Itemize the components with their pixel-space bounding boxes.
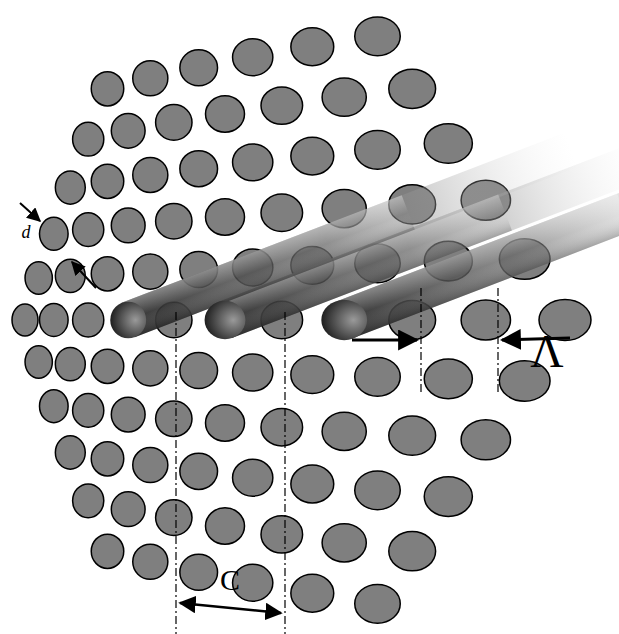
air-hole: [73, 213, 104, 247]
air-hole: [91, 349, 124, 383]
air-hole: [55, 347, 85, 380]
dimension-marks: [20, 203, 570, 634]
core-pitch-label: C: [220, 565, 240, 595]
d-arrow: [72, 262, 96, 288]
air-hole: [133, 544, 168, 579]
core-end: [205, 301, 246, 340]
air-hole: [322, 524, 366, 562]
air-hole: [233, 144, 273, 181]
air-hole: [355, 17, 401, 56]
air-hole: [291, 28, 334, 66]
air-hole: [355, 471, 401, 510]
air-hole: [206, 508, 245, 545]
air-hole: [91, 72, 124, 106]
air-hole: [180, 151, 218, 187]
air-hole: [291, 574, 334, 612]
air-hole: [424, 477, 472, 517]
air-hole: [180, 352, 218, 388]
air-hole: [111, 113, 145, 148]
air-hole: [291, 465, 334, 503]
air-hole: [73, 484, 104, 518]
air-hole: [91, 442, 124, 476]
air-hole: [233, 39, 273, 76]
air-hole: [206, 96, 245, 133]
air-hole: [389, 416, 436, 455]
air-hole: [291, 356, 334, 394]
air-hole: [91, 534, 124, 568]
air-hole: [322, 78, 366, 116]
air-hole: [206, 405, 245, 442]
air-hole: [180, 453, 218, 489]
c-guide: [175, 312, 176, 634]
air-hole: [156, 401, 192, 437]
core-end: [110, 302, 146, 339]
air-hole: [133, 61, 168, 96]
air-hole: [111, 397, 145, 432]
air-hole: [55, 171, 85, 204]
core-beams: [110, 133, 619, 341]
core-beam-shade: [122, 195, 415, 337]
air-hole: [91, 164, 124, 198]
air-hole: [355, 357, 401, 396]
air-holes: [12, 17, 591, 623]
core-end: [321, 300, 367, 340]
air-hole: [389, 532, 436, 571]
air-hole: [73, 303, 104, 337]
air-hole: [180, 554, 218, 590]
air-hole: [12, 304, 38, 336]
air-hole: [91, 257, 124, 291]
air-hole: [261, 87, 303, 124]
lambda-arrow: [352, 339, 417, 342]
air-hole: [55, 259, 85, 292]
lambda-guide: [420, 288, 421, 392]
air-hole: [461, 300, 510, 340]
air-hole: [424, 124, 472, 164]
air-hole: [40, 217, 69, 250]
air-hole: [133, 351, 168, 386]
air-hole: [25, 346, 52, 378]
air-hole: [261, 516, 303, 553]
air-hole: [261, 194, 303, 231]
air-hole: [461, 420, 510, 460]
air-hole: [133, 447, 168, 482]
hole-diameter-label: d: [22, 223, 31, 241]
air-hole: [206, 199, 245, 236]
air-hole: [322, 412, 366, 450]
air-hole: [25, 262, 52, 294]
air-hole: [424, 359, 472, 399]
air-hole: [55, 436, 85, 469]
air-hole: [40, 304, 69, 337]
air-hole: [156, 203, 192, 239]
air-hole: [389, 69, 436, 108]
hole-pitch-label: Λ: [530, 329, 563, 375]
c-guide: [284, 312, 285, 634]
air-hole: [156, 500, 192, 536]
air-hole: [133, 157, 168, 192]
air-hole: [355, 584, 401, 623]
air-hole: [73, 122, 104, 156]
air-hole: [73, 394, 104, 428]
air-hole: [233, 459, 273, 496]
air-hole: [180, 50, 218, 86]
air-hole: [111, 208, 145, 243]
air-hole: [355, 130, 401, 169]
c-arrow: [180, 603, 281, 613]
air-hole: [133, 254, 168, 289]
lambda-guide: [497, 288, 498, 392]
air-hole: [156, 105, 192, 141]
air-hole: [111, 492, 145, 527]
air-hole: [40, 390, 69, 423]
air-hole: [291, 137, 334, 175]
air-hole: [261, 409, 303, 446]
air-hole: [233, 354, 273, 391]
d-arrow: [20, 203, 40, 221]
